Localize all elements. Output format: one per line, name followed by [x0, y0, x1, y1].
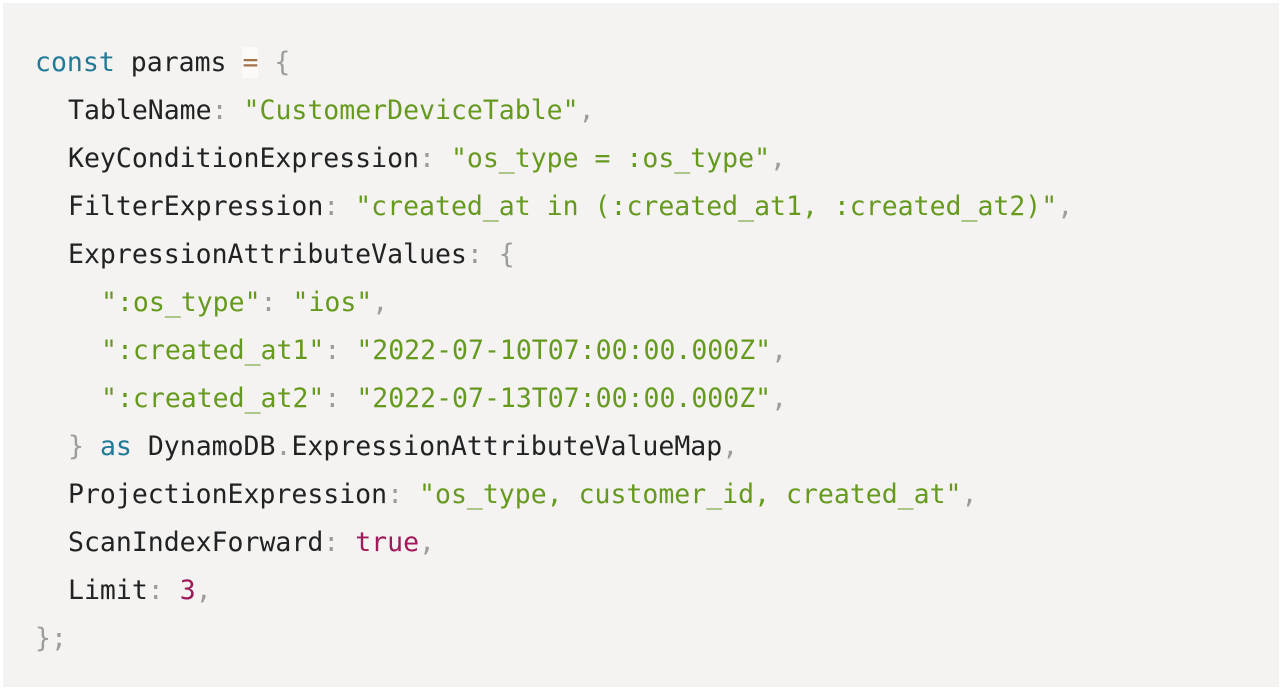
code-block: const params = { TableName: "CustomerDev…	[3, 3, 1279, 687]
boolean-value: true	[355, 527, 420, 558]
colon: :	[211, 95, 228, 126]
property-key: TableName	[68, 95, 212, 126]
string-key: ":created_at2"	[101, 383, 325, 414]
code-line-3: KeyConditionExpression: "os_type = :os_t…	[35, 135, 1279, 183]
code-line-7: ":created_at1": "2022-07-10T07:00:00.000…	[35, 327, 1279, 375]
comma: ,	[419, 527, 436, 558]
number-value: 3	[179, 575, 196, 606]
comma: ,	[722, 431, 739, 462]
colon: :	[419, 143, 435, 174]
variable-name: params	[130, 47, 227, 78]
colon: :	[324, 335, 341, 366]
open-brace: {	[498, 239, 515, 270]
string-value: "2022-07-10T07:00:00.000Z"	[356, 335, 772, 366]
comma: ,	[195, 575, 212, 606]
code-line-10: ProjectionExpression: "os_type, customer…	[35, 471, 1279, 519]
string-value: "ios"	[292, 287, 373, 318]
comma: ,	[1057, 191, 1074, 222]
code-line-11: ScanIndexForward: true,	[35, 519, 1279, 567]
property-key: ScanIndexForward	[68, 527, 324, 558]
colon: :	[260, 287, 277, 318]
property-key: ExpressionAttributeValues	[68, 239, 467, 270]
code-line-2: TableName: "CustomerDeviceTable",	[35, 87, 1279, 135]
keyword-as: as	[99, 431, 132, 462]
comma: ,	[372, 287, 389, 318]
close-brace: }	[68, 431, 84, 462]
property-key: Limit	[68, 575, 148, 606]
comma: ,	[771, 383, 788, 414]
property-key: ProjectionExpression	[68, 479, 388, 510]
open-brace: {	[274, 47, 291, 78]
type-name: ExpressionAttributeValueMap	[291, 431, 723, 462]
close-brace: }	[35, 623, 51, 654]
string-value: "created_at in (:created_at1, :created_a…	[355, 191, 1058, 222]
string-value: "os_type = :os_type"	[450, 143, 771, 174]
string-value: "CustomerDeviceTable"	[243, 95, 579, 126]
code-line-13: };	[35, 615, 1279, 663]
string-key: ":created_at1"	[101, 335, 325, 366]
colon: :	[323, 191, 340, 222]
string-value: "os_type, customer_id, created_at"	[419, 479, 962, 510]
dot: .	[275, 431, 292, 462]
code-line-9: } as DynamoDB.ExpressionAttributeValueMa…	[35, 423, 1279, 471]
code-line-6: ":os_type": "ios",	[35, 279, 1279, 327]
code-line-1: const params = {	[35, 39, 1279, 87]
code-line-12: Limit: 3,	[35, 567, 1279, 615]
comma: ,	[961, 479, 978, 510]
namespace-name: DynamoDB	[147, 431, 276, 462]
comma: ,	[578, 95, 595, 126]
property-key: FilterExpression	[68, 191, 324, 222]
colon: :	[323, 527, 340, 558]
colon: :	[324, 383, 341, 414]
assign-operator: =	[242, 47, 259, 78]
semicolon: ;	[50, 623, 67, 654]
property-key: KeyConditionExpression	[68, 143, 419, 174]
keyword-const: const	[35, 47, 115, 78]
comma: ,	[771, 335, 788, 366]
colon: :	[466, 239, 483, 270]
string-value: "2022-07-13T07:00:00.000Z"	[356, 383, 772, 414]
comma: ,	[770, 143, 786, 174]
colon: :	[387, 479, 404, 510]
code-line-8: ":created_at2": "2022-07-13T07:00:00.000…	[35, 375, 1279, 423]
colon: :	[147, 575, 164, 606]
code-line-5: ExpressionAttributeValues: {	[35, 231, 1279, 279]
string-key: ":os_type"	[101, 287, 261, 318]
code-line-4: FilterExpression: "created_at in (:creat…	[35, 183, 1279, 231]
